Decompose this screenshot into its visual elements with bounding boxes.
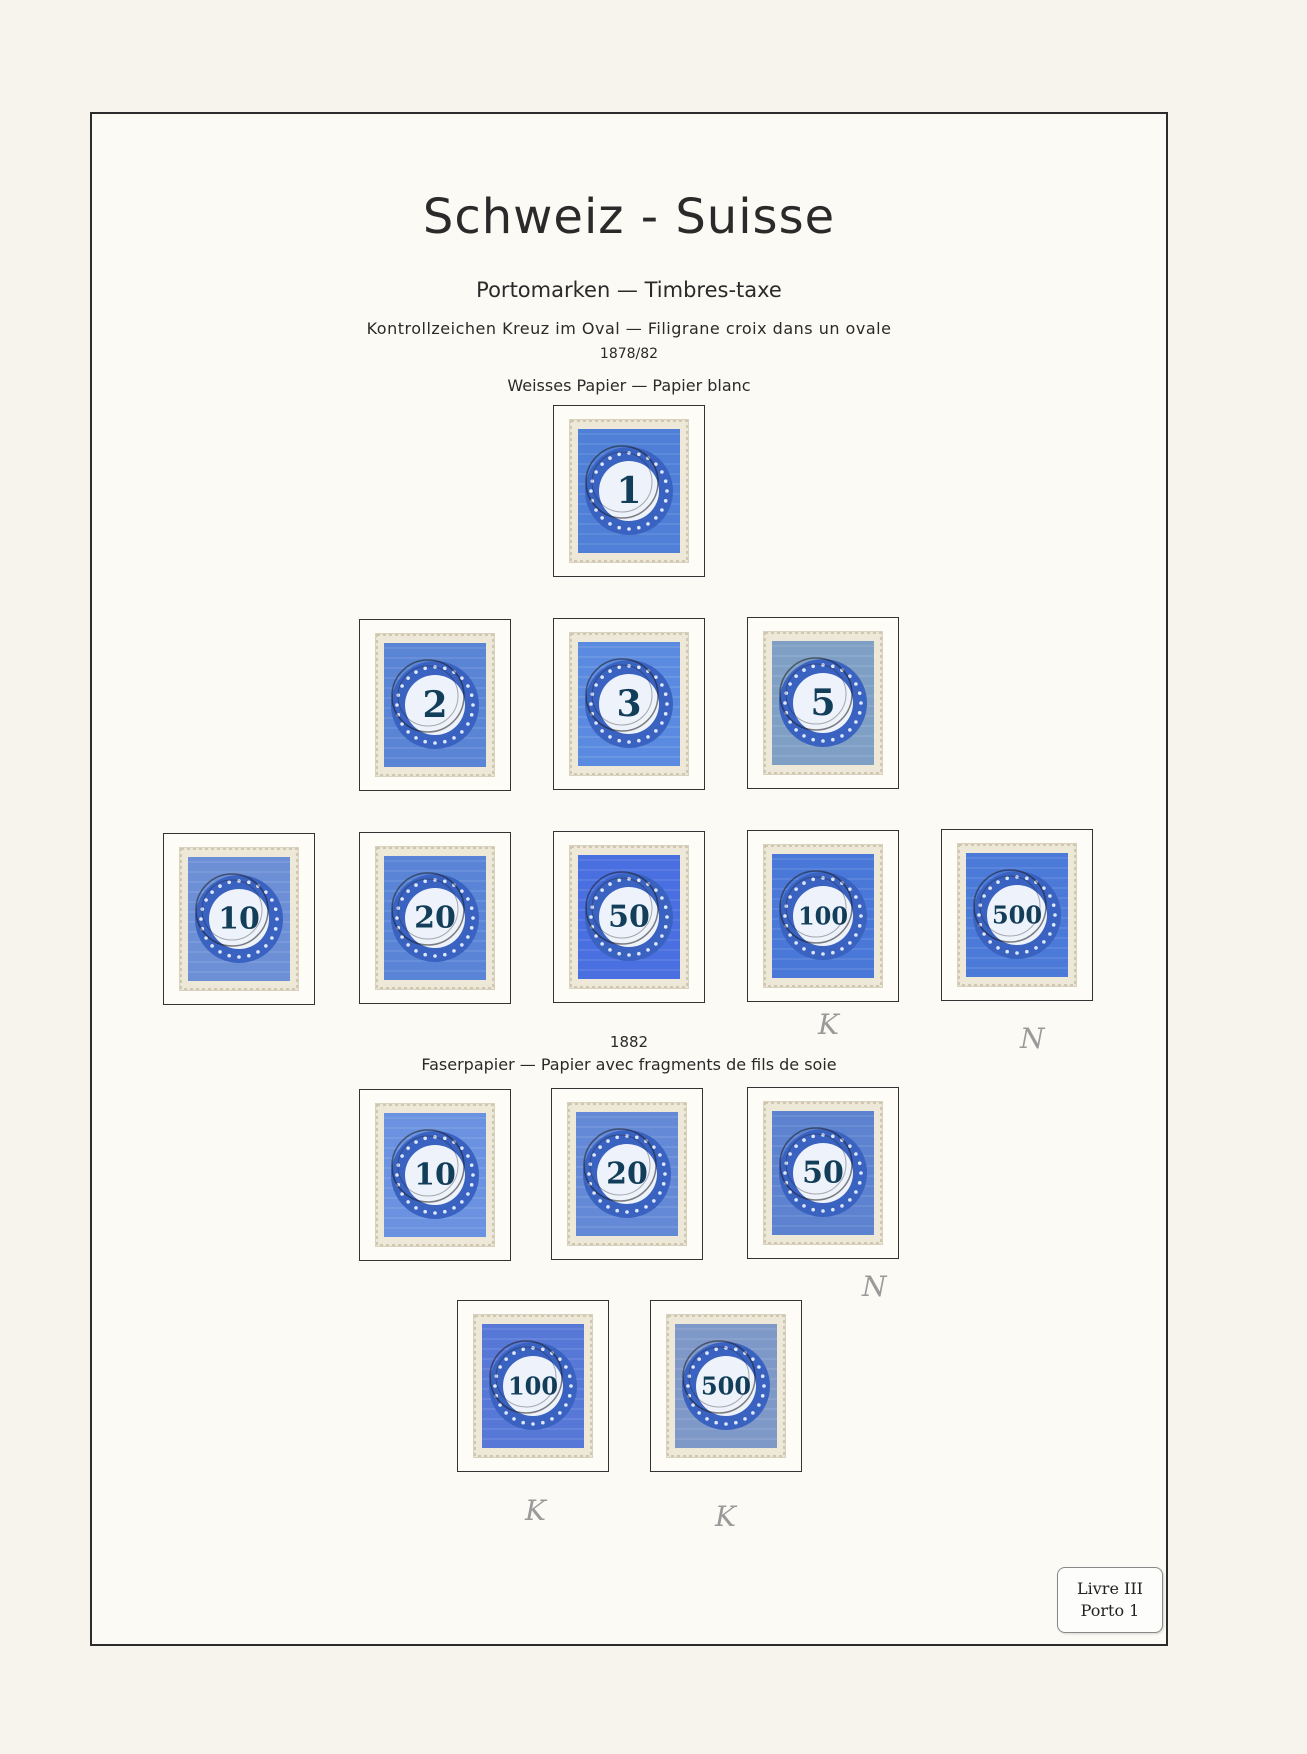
- section2-years: 1882: [609, 1033, 649, 1051]
- stamp: 5: [764, 632, 882, 774]
- stamp-value: 20: [606, 1157, 648, 1192]
- stamp-artwork: 20: [376, 847, 494, 989]
- stamp-mount: 100: [747, 830, 899, 1002]
- stamp-value: 500: [701, 1372, 751, 1401]
- stamp-value: 100: [798, 902, 848, 931]
- stamp: 100: [764, 845, 882, 987]
- stamp-mount: 5: [747, 617, 899, 789]
- watermark-note: Kontrollzeichen Kreuz im Oval — Filigran…: [366, 319, 892, 338]
- stamp: 50: [764, 1102, 882, 1244]
- stamp-value: 10: [414, 1158, 456, 1193]
- stamp: 20: [376, 847, 494, 989]
- stamp-value: 100: [508, 1372, 558, 1401]
- stamp-mount: 20: [551, 1088, 703, 1260]
- stamp-value: 50: [802, 1156, 844, 1191]
- album-label: Livre III Porto 1: [1057, 1567, 1163, 1633]
- stamp-value: 50: [608, 900, 650, 935]
- page-title: Schweiz - Suisse: [422, 189, 836, 245]
- stamp-mount: 500: [941, 829, 1093, 1001]
- stamp-artwork: 100: [474, 1315, 592, 1457]
- stamp-artwork: 50: [570, 846, 688, 988]
- stamp-artwork: 500: [958, 844, 1076, 986]
- stamp: 1: [570, 420, 688, 562]
- stamp-mount: 3: [553, 618, 705, 790]
- stamp-value: 5: [810, 682, 835, 724]
- stamp-mount: 100: [457, 1300, 609, 1472]
- pencil-mark: K: [715, 1500, 736, 1533]
- label-line-2: Porto 1: [1080, 1601, 1140, 1620]
- stamp-value: 2: [422, 684, 447, 726]
- pencil-mark: K: [818, 1008, 839, 1041]
- stamp-artwork: 500: [667, 1315, 785, 1457]
- pencil-mark: N: [862, 1270, 887, 1303]
- section1-paper: Weisses Papier — Papier blanc: [507, 376, 751, 395]
- stamp-value: 20: [414, 901, 456, 936]
- section1-years: 1878/82: [599, 346, 659, 362]
- stamp-value: 10: [218, 902, 260, 937]
- stamp-value: 3: [616, 683, 641, 725]
- section2-paper: Faserpapier — Papier avec fragments de f…: [421, 1055, 837, 1074]
- pencil-mark: N: [1020, 1022, 1045, 1055]
- stamp-artwork: 50: [764, 1102, 882, 1244]
- stamp-artwork: 2: [376, 634, 494, 776]
- stamp: 2: [376, 634, 494, 776]
- stamp-artwork: 100: [764, 845, 882, 987]
- stamp: 20: [568, 1103, 686, 1245]
- stamp-mount: 2: [359, 619, 511, 791]
- stamp-artwork: 3: [570, 633, 688, 775]
- stamp-artwork: 1: [570, 420, 688, 562]
- stamp: 50: [570, 846, 688, 988]
- stamp: 3: [570, 633, 688, 775]
- stamp-mount: 10: [359, 1089, 511, 1261]
- label-line-1: Livre III: [1077, 1579, 1143, 1598]
- stamp-mount: 20: [359, 832, 511, 1004]
- stamp-mount: 10: [163, 833, 315, 1005]
- stamp-mount: 50: [747, 1087, 899, 1259]
- stamp-artwork: 5: [764, 632, 882, 774]
- stamp-mount: 500: [650, 1300, 802, 1472]
- stamp: 500: [667, 1315, 785, 1457]
- stamp-artwork: 10: [180, 848, 298, 990]
- stamp-value: 1: [616, 470, 641, 512]
- stamp: 500: [958, 844, 1076, 986]
- stamp-artwork: 10: [376, 1104, 494, 1246]
- stamp-artwork: 20: [568, 1103, 686, 1245]
- pencil-mark: K: [525, 1494, 546, 1527]
- stamp-mount: 50: [553, 831, 705, 1003]
- stamp: 10: [376, 1104, 494, 1246]
- stamp-mount: 1: [553, 405, 705, 577]
- page-subtitle: Portomarken — Timbres-taxe: [476, 278, 782, 302]
- stamp: 10: [180, 848, 298, 990]
- stamp-value: 500: [992, 901, 1042, 930]
- stamp: 100: [474, 1315, 592, 1457]
